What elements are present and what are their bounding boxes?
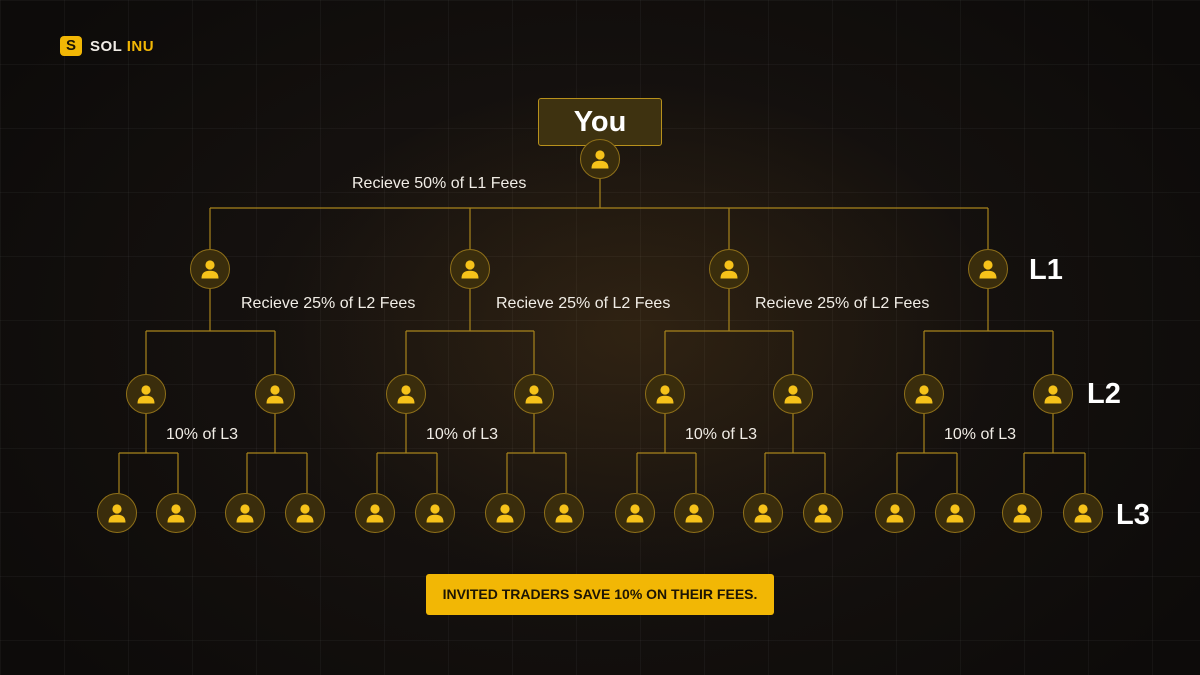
l3-user-node-3-2-1 <box>743 493 783 533</box>
root-node-you: You <box>538 98 662 146</box>
level-label-l3: L3 <box>1116 499 1150 531</box>
user-icon <box>589 148 611 170</box>
user-icon <box>234 502 256 524</box>
l2-user-node-2-2 <box>514 374 554 414</box>
level-label-l2: L2 <box>1087 378 1121 410</box>
l2-user-node-1-1 <box>126 374 166 414</box>
l2-user-node-3-1 <box>645 374 685 414</box>
l2-user-node-4-2 <box>1033 374 1073 414</box>
l2-caption-1: 10% of L3 <box>166 426 239 443</box>
l3-user-node-3-2-2 <box>803 493 843 533</box>
l3-user-node-3-1-1 <box>615 493 655 533</box>
user-icon <box>624 502 646 524</box>
l3-user-node-2-2-1 <box>485 493 525 533</box>
user-icon <box>264 383 286 405</box>
user-icon <box>1011 502 1033 524</box>
user-icon <box>944 502 966 524</box>
user-icon <box>683 502 705 524</box>
l2-caption-3: 10% of L3 <box>685 426 758 443</box>
l3-user-node-3-1-2 <box>674 493 714 533</box>
user-icon <box>459 258 481 280</box>
l2-user-node-2-1 <box>386 374 426 414</box>
user-icon <box>718 258 740 280</box>
l2-caption-2: 10% of L3 <box>426 426 499 443</box>
l2-user-node-4-1 <box>904 374 944 414</box>
l3-user-node-1-1-1 <box>97 493 137 533</box>
info-banner: INVITED TRADERS SAVE 10% ON THEIR FEES. <box>426 574 774 615</box>
l1-caption-2: Recieve 25% of L2 Fees <box>496 295 671 312</box>
l3-user-node-2-2-2 <box>544 493 584 533</box>
user-icon <box>199 258 221 280</box>
user-icon <box>165 502 187 524</box>
logo-word-inu: INU <box>126 37 155 55</box>
user-icon <box>1042 383 1064 405</box>
user-icon <box>752 502 774 524</box>
user-icon <box>523 383 545 405</box>
l3-user-node-2-1-2 <box>415 493 455 533</box>
l3-user-node-4-2-1 <box>1002 493 1042 533</box>
l2-caption-4: 10% of L3 <box>944 426 1017 443</box>
user-icon <box>884 502 906 524</box>
user-icon <box>654 383 676 405</box>
l1-caption-3: Recieve 25% of L2 Fees <box>755 295 930 312</box>
l2-user-node-1-2 <box>255 374 295 414</box>
user-icon <box>977 258 999 280</box>
logo-word-sol: SOL <box>90 37 123 55</box>
user-icon <box>106 502 128 524</box>
l3-user-node-4-1-1 <box>875 493 915 533</box>
root-caption: Recieve 50% of L1 Fees <box>352 175 527 192</box>
logo: S SOL INU <box>60 36 154 56</box>
user-icon <box>494 502 516 524</box>
l1-user-node-4 <box>968 249 1008 289</box>
logo-mark: S <box>60 36 82 56</box>
user-icon <box>135 383 157 405</box>
user-icon <box>553 502 575 524</box>
root-user-node <box>580 139 620 179</box>
logo-wordmark: SOL INU <box>90 38 154 55</box>
user-icon <box>294 502 316 524</box>
user-icon <box>1072 502 1094 524</box>
l3-user-node-1-2-2 <box>285 493 325 533</box>
l3-user-node-4-2-2 <box>1063 493 1103 533</box>
level-label-l1: L1 <box>1029 254 1063 286</box>
user-icon <box>424 502 446 524</box>
l3-user-node-4-1-2 <box>935 493 975 533</box>
user-icon <box>364 502 386 524</box>
user-icon <box>812 502 834 524</box>
user-icon <box>913 383 935 405</box>
l1-user-node-2 <box>450 249 490 289</box>
l1-user-node-3 <box>709 249 749 289</box>
l3-user-node-1-2-1 <box>225 493 265 533</box>
user-icon <box>395 383 417 405</box>
user-icon <box>782 383 804 405</box>
l3-user-node-1-1-2 <box>156 493 196 533</box>
l3-user-node-2-1-1 <box>355 493 395 533</box>
l2-user-node-3-2 <box>773 374 813 414</box>
l1-user-node-1 <box>190 249 230 289</box>
l1-caption-1: Recieve 25% of L2 Fees <box>241 295 416 312</box>
